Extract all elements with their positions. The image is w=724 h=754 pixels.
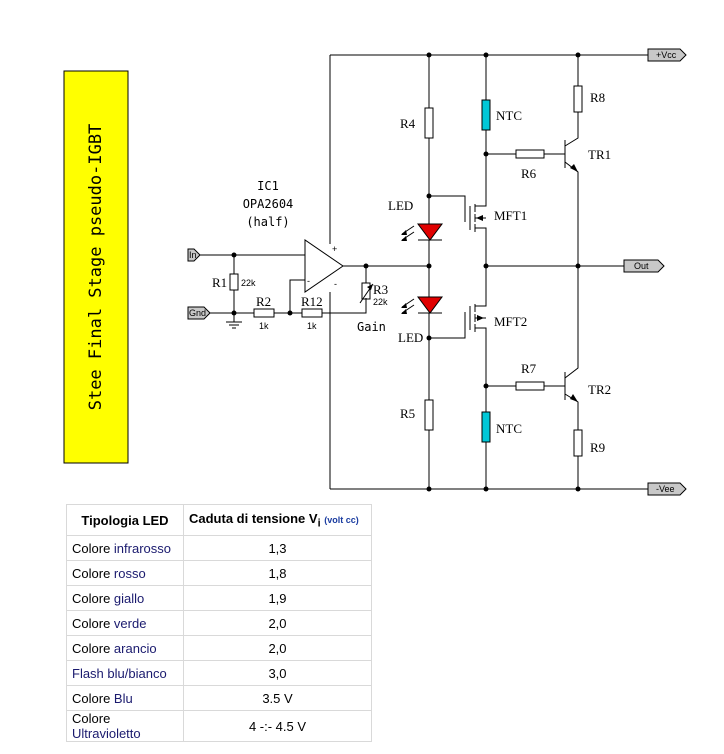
out-port-label: Out xyxy=(634,261,649,271)
led-type-prefix: Colore xyxy=(72,640,114,656)
led-top-symbol xyxy=(401,223,443,241)
r1-value: 22k xyxy=(241,278,256,288)
ntc-bottom-label: NTC xyxy=(496,421,522,436)
mft1-label: MFT1 xyxy=(494,208,527,223)
r3-label: R3 xyxy=(373,282,388,297)
tr1-label: TR1 xyxy=(588,147,611,162)
r2-value: 1k xyxy=(259,321,269,331)
led-type-cell: Colore infrarosso xyxy=(66,535,184,561)
ic-note: (half) xyxy=(246,215,289,229)
table-row: Colore arancio 2,0 xyxy=(66,635,372,661)
voltage-cell: 1,9 xyxy=(183,585,372,611)
gnd-port-tag xyxy=(187,306,211,320)
led-type-cell: Colore arancio xyxy=(66,635,184,661)
led-type-prefix: Colore xyxy=(72,690,114,706)
led-bottom-symbol xyxy=(401,296,443,314)
voltage-cell: 3.5 V xyxy=(183,685,372,711)
r7-label: R7 xyxy=(521,361,537,376)
voltage-cell: 2,0 xyxy=(183,610,372,636)
mft2-label: MFT2 xyxy=(494,314,527,329)
header-voltage-unit: (volt cc) xyxy=(324,514,359,525)
voltage-cell: 3,0 xyxy=(183,660,372,686)
led-type-prefix: Colore xyxy=(72,590,114,606)
title-text: Stee Final Stage pseudo-IGBT xyxy=(86,124,106,411)
gain-label: Gain xyxy=(357,320,386,334)
led-type-cell: Colore Ultravioletto xyxy=(66,710,184,742)
header-voltage-drop: Caduta di tensione Vi (volt cc) xyxy=(183,504,372,536)
gnd-port-label: Gnd xyxy=(189,308,206,318)
vee-port-tag xyxy=(647,482,687,496)
ic-part: OPA2604 xyxy=(243,197,294,211)
header-led-type: Tipologia LED xyxy=(66,504,184,536)
r12-value: 1k xyxy=(307,321,317,331)
amplifier-schematic: Stee Final Stage pseudo-IGBT xyxy=(63,48,687,496)
header-voltage-sub: i xyxy=(317,517,321,530)
table-header-row: Tipologia LED Caduta di tensione Vi (vol… xyxy=(66,504,372,536)
table-row: Flash blu/bianco 3,0 xyxy=(66,660,372,686)
led-voltage-table: Tipologia LED Caduta di tensione Vi (vol… xyxy=(66,504,372,742)
led-top-label: LED xyxy=(388,198,413,213)
led-type-name: giallo xyxy=(113,590,145,606)
led-type-prefix: Colore xyxy=(72,540,114,556)
r5-label: R5 xyxy=(400,406,415,421)
led-type-prefix: Colore xyxy=(72,565,114,581)
table-row: Colore rosso 1,8 xyxy=(66,560,372,586)
r3-value: 22k xyxy=(373,297,388,307)
r6-label: R6 xyxy=(521,166,537,181)
opamp-plus: + xyxy=(332,244,337,254)
voltage-cell: 2,0 xyxy=(183,635,372,661)
r9-label: R9 xyxy=(590,440,605,455)
r8-label: R8 xyxy=(590,90,605,105)
led-type-name: Ultravioletto xyxy=(72,726,141,741)
title-box: Stee Final Stage pseudo-IGBT xyxy=(63,70,129,464)
ntc-top-symbol xyxy=(481,99,491,131)
led-type-name: infrarosso xyxy=(113,540,171,556)
led-bottom-label: LED xyxy=(398,330,423,345)
led-type-cell: Colore rosso xyxy=(66,560,184,586)
led-type-name: arancio xyxy=(113,640,157,656)
led-type-name: Flash blu/bianco xyxy=(72,665,167,681)
ntc-top-label: NTC xyxy=(496,108,522,123)
voltage-cell: 1,3 xyxy=(183,535,372,561)
in-port-tag xyxy=(187,248,201,262)
tr2-label: TR2 xyxy=(588,382,611,397)
led-type-cell: Colore Blu xyxy=(66,685,184,711)
opamp-symbol xyxy=(304,239,344,293)
header-voltage-text: Caduta di tensione V xyxy=(189,510,318,526)
ic-name: IC1 xyxy=(257,179,279,193)
out-port-tag xyxy=(623,259,665,273)
led-type-cell: Flash blu/bianco xyxy=(66,660,184,686)
r4-label: R4 xyxy=(400,116,416,131)
table-row: Colore verde 2,0 xyxy=(66,610,372,636)
opamp-minus-out: - xyxy=(334,279,337,289)
ntc-bottom-symbol xyxy=(481,411,491,443)
led-type-name: Blu xyxy=(113,690,133,706)
led-type-name: verde xyxy=(113,615,147,631)
led-type-name: rosso xyxy=(113,565,146,581)
led-type-prefix: Colore xyxy=(72,615,114,631)
r2-label: R2 xyxy=(256,294,271,309)
table-row: Colore Blu 3.5 V xyxy=(66,685,372,711)
r12-label: R12 xyxy=(301,294,323,309)
table-row: Colore infrarosso 1,3 xyxy=(66,535,372,561)
table-row: Colore giallo 1,9 xyxy=(66,585,372,611)
vcc-port-tag xyxy=(647,48,687,62)
vcc-port-label: +Vcc xyxy=(656,50,677,60)
vee-port-label: -Vee xyxy=(656,484,675,494)
led-type-prefix: Colore xyxy=(72,711,111,726)
voltage-cell: 1,8 xyxy=(183,560,372,586)
r1-label: R1 xyxy=(212,275,227,290)
in-port-label: In xyxy=(189,250,197,260)
table-row: Colore Ultravioletto 4 -:- 4.5 V xyxy=(66,710,372,742)
led-type-cell: Colore giallo xyxy=(66,585,184,611)
voltage-cell: 4 -:- 4.5 V xyxy=(183,710,372,742)
led-type-cell: Colore verde xyxy=(66,610,184,636)
opamp-minus: - xyxy=(307,276,310,286)
